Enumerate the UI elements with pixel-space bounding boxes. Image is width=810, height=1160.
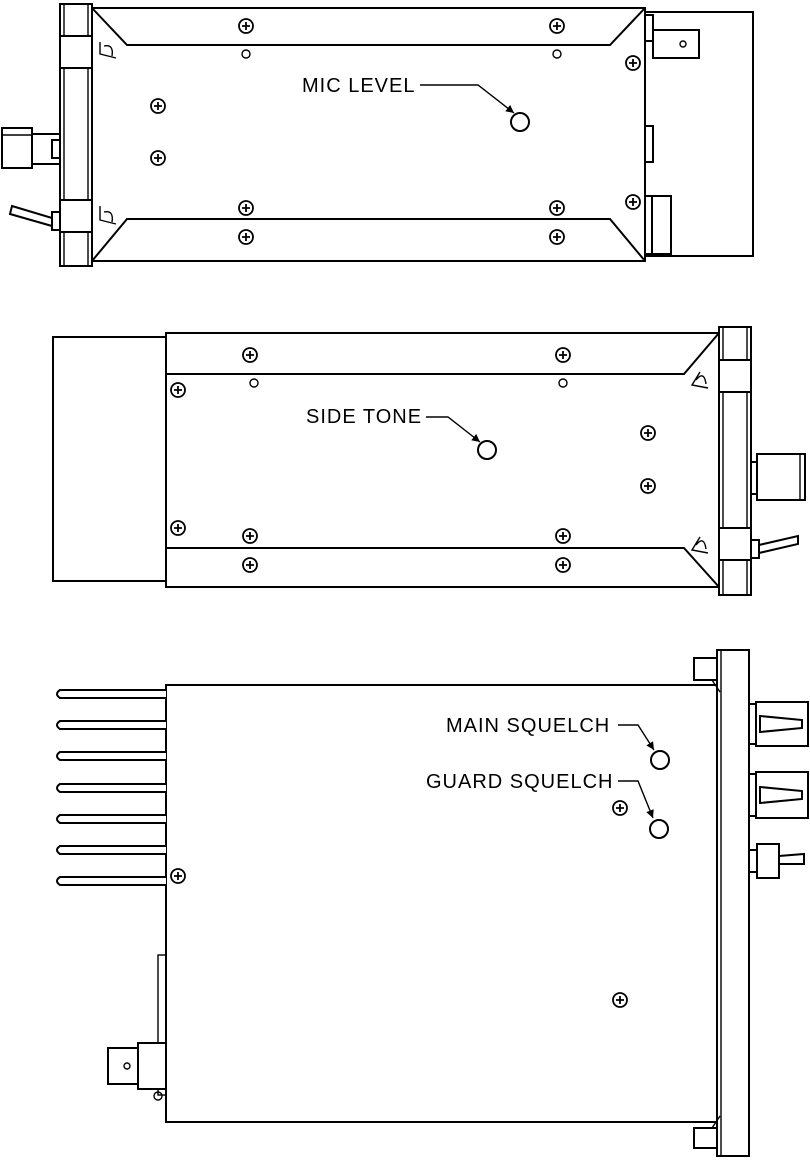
bottom-view: SIDE TONE [53, 327, 805, 595]
side-tone-adjust [478, 441, 496, 459]
top-view: MIC LEVEL [2, 4, 753, 266]
main-squelch-label: MAIN SQUELCH [446, 715, 610, 737]
main-squelch-adjust [651, 751, 669, 769]
front-toggle [10, 206, 60, 230]
rear-connector-side [108, 955, 166, 1100]
heat-sink-fins [57, 690, 166, 885]
mic-level-adjust [511, 113, 529, 131]
guard-squelch-label: GUARD SQUELCH [426, 771, 613, 793]
front-knob-bottom [751, 454, 805, 500]
side-toggle [749, 844, 804, 878]
chassis-side [166, 685, 717, 1122]
front-clip-top [60, 36, 92, 68]
guard-squelch-knob [749, 772, 808, 818]
side-tone-label: SIDE TONE [306, 406, 422, 428]
front-toggle-bottom [751, 536, 798, 558]
front-clip-bottom [60, 200, 92, 232]
rear-block-bottom [53, 337, 166, 581]
guard-squelch-adjust [650, 820, 668, 838]
front-panel-side [717, 650, 749, 1156]
side-view: MAIN SQUELCH GUARD SQUELCH [57, 650, 808, 1156]
front-knob [2, 128, 60, 168]
mic-level-label: MIC LEVEL [302, 75, 415, 97]
main-squelch-knob [749, 702, 808, 746]
